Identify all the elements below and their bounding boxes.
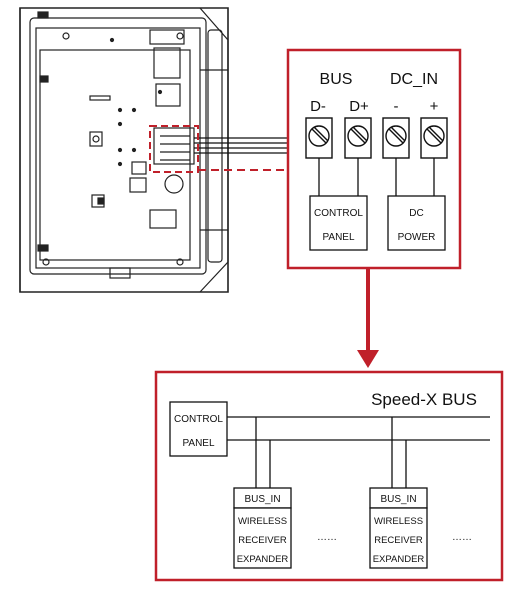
module-1-line3: EXPANDER [237, 554, 289, 565]
terminal-label-plus: + [430, 98, 439, 115]
module-2-header: BUS_IN [380, 494, 416, 505]
bus-title: Speed-X BUS [371, 390, 477, 409]
bus-lines [227, 416, 490, 488]
module-1-line1: WIRELESS [238, 516, 287, 527]
terminal-wires [318, 158, 435, 196]
cable-bundle [194, 137, 288, 154]
device-board-illustration [19, 7, 229, 293]
terminal-dc-power-line2: POWER [398, 232, 436, 243]
ellipsis-2: …… [452, 532, 472, 543]
wireless-expander-module-2 [369, 487, 428, 569]
terminal-label-d-minus: D- [310, 98, 326, 115]
screw-terminal-plus [420, 117, 448, 159]
bus-control-panel-box [169, 401, 228, 457]
wireless-expander-module-1 [233, 487, 292, 569]
terminal-label-d-plus: D+ [349, 98, 369, 115]
terminal-control-panel-line1: CONTROL [314, 208, 363, 219]
module-1-header: BUS_IN [244, 494, 280, 505]
bus-group-label: BUS [320, 71, 353, 88]
terminal-dc-power-box [387, 195, 446, 251]
screw-terminal-minus [382, 117, 410, 159]
module-1-line2: RECEIVER [238, 535, 287, 546]
terminal-highlight [149, 125, 199, 173]
dcin-group-label: DC_IN [390, 71, 438, 88]
module-2-line2: RECEIVER [374, 535, 423, 546]
red-arrow-head [357, 350, 379, 368]
ellipsis-1: …… [317, 532, 337, 543]
module-2-line3: EXPANDER [373, 554, 425, 565]
screw-terminal-d-minus [305, 117, 333, 159]
screw-terminal-d-plus [344, 117, 372, 159]
terminal-dc-power-line1: DC [409, 208, 423, 219]
module-2-line1: WIRELESS [374, 516, 423, 527]
terminal-label-minus: - [394, 98, 399, 115]
bus-control-panel-line1: CONTROL [174, 414, 223, 425]
terminal-control-panel-line2: PANEL [322, 232, 354, 243]
terminal-control-panel-box [309, 195, 368, 251]
bus-control-panel-line2: PANEL [182, 438, 214, 449]
